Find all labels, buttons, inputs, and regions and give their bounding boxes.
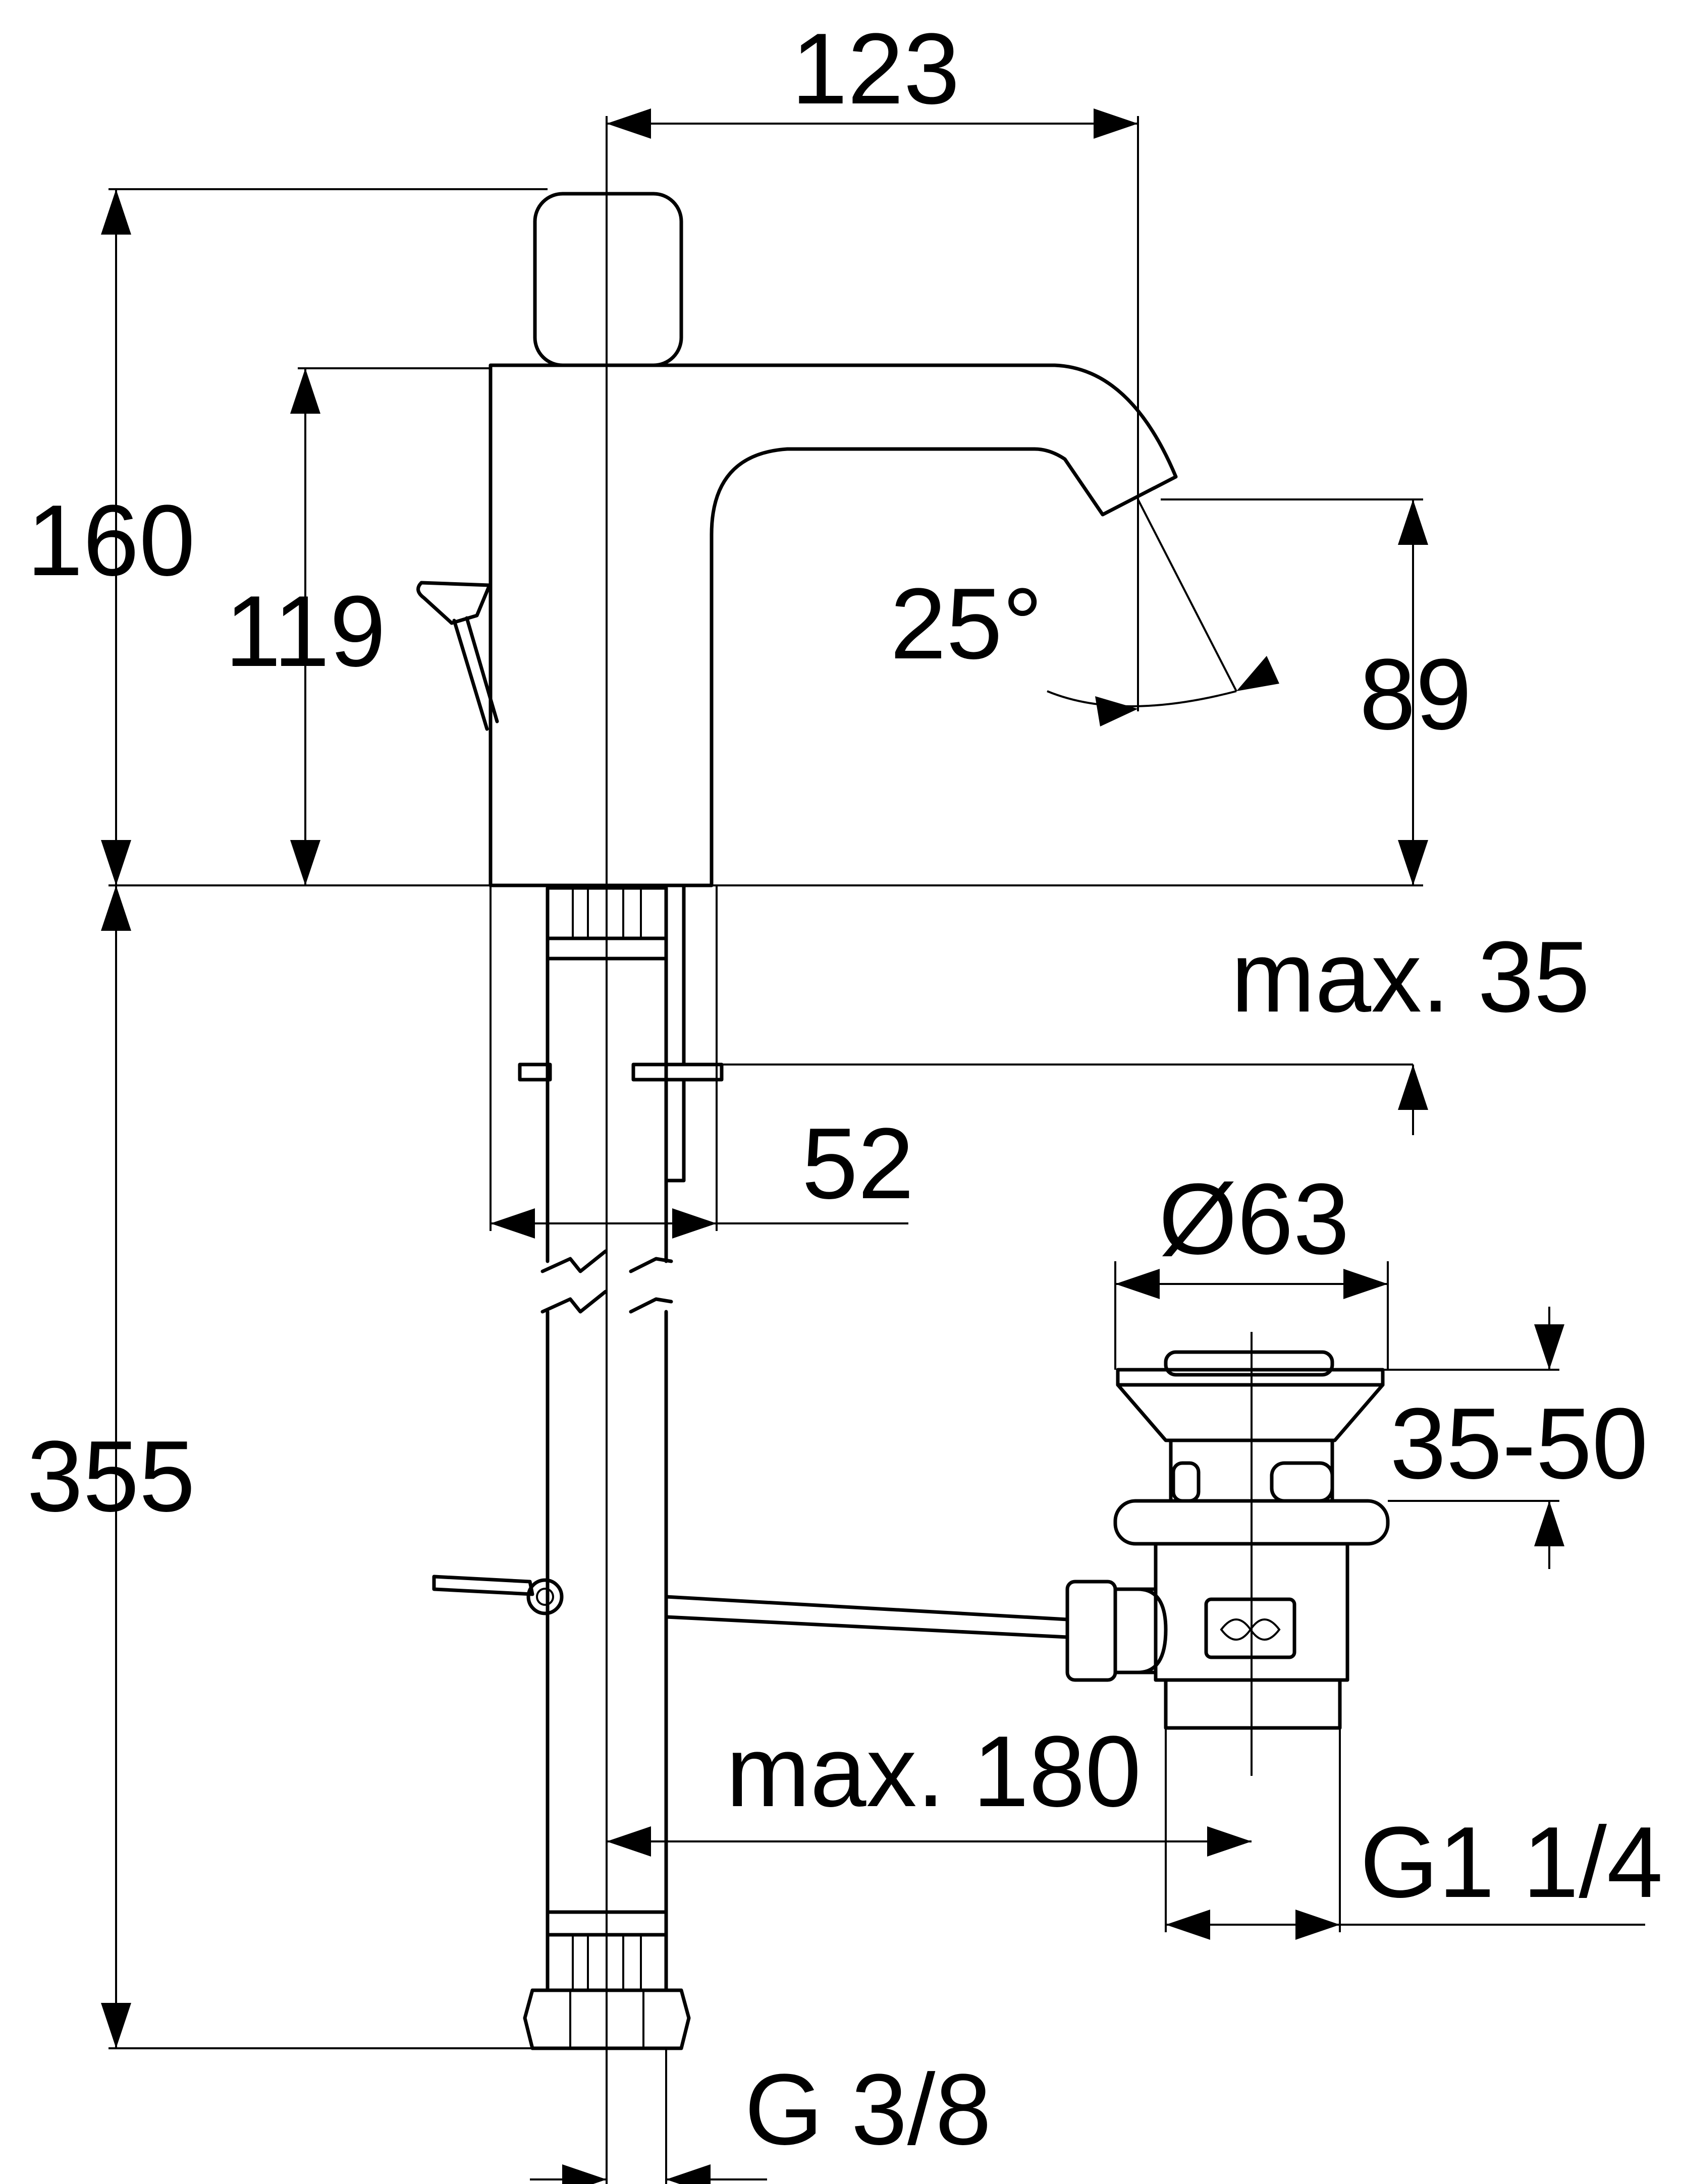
popup-pull-rod-edge [465, 616, 499, 723]
dim-base-diameter: 52 [802, 1107, 914, 1220]
dim-waste-range: 35-50 [1390, 1387, 1648, 1500]
dimension-labels: 123 160 119 89 25° max. 35 52 Ø63 35-50 … [27, 13, 1663, 2166]
dim-spout-height: 89 [1360, 638, 1472, 751]
popup-pull-rod [452, 619, 489, 731]
waste-plug-cap [1164, 1350, 1334, 1377]
center-lines [606, 116, 1253, 2184]
lever-handle [533, 192, 683, 367]
dim-total-height: 160 [27, 484, 195, 597]
fixing-washer-left [518, 1062, 552, 1082]
popup-rod [432, 1575, 1069, 1639]
dim-below-deck: 355 [27, 1420, 195, 1533]
waste-cone [1116, 1383, 1385, 1442]
waste-slot-right [1270, 1461, 1334, 1503]
dim-rod-reach: max. 180 [726, 1715, 1142, 1828]
arrowheads [101, 108, 1564, 2184]
supply-hoses [518, 883, 724, 2050]
waste-slot-left [1171, 1461, 1201, 1503]
dim-body-height: 119 [225, 575, 386, 688]
dim-waste-thread: G1 1/4 [1360, 1806, 1663, 1919]
body-and-spout [489, 363, 1178, 887]
hose-connection-nut [523, 1988, 691, 2050]
dim-spout-angle: 25° [890, 568, 1043, 680]
waste-flange-top [1116, 1368, 1385, 1387]
fixing-bolt [664, 1078, 686, 1183]
dim-top-width: 123 [791, 13, 960, 125]
rod-housing [1065, 1580, 1117, 1682]
logo-emblem [1204, 1597, 1296, 1659]
dim-hose-thread: G 3/8 [744, 2053, 991, 2166]
fixing-washer-right [631, 1062, 724, 1082]
dim-deck-thickness: max. 35 [1231, 921, 1590, 1033]
waste-fitting [1065, 1350, 1390, 1730]
break-mark-lower [540, 1290, 608, 1314]
faucet-body [416, 192, 1178, 887]
logo-mark [1220, 1618, 1281, 1641]
waste-tail [1164, 1678, 1342, 1730]
dimension-lines [109, 116, 1645, 2184]
dim-waste-diameter: Ø63 [1159, 1163, 1349, 1275]
popup-rod-clamp [526, 1578, 564, 1615]
popup-knob [416, 581, 492, 625]
popup-rod-end [432, 1575, 534, 1596]
break-mark-upper [540, 1249, 608, 1273]
